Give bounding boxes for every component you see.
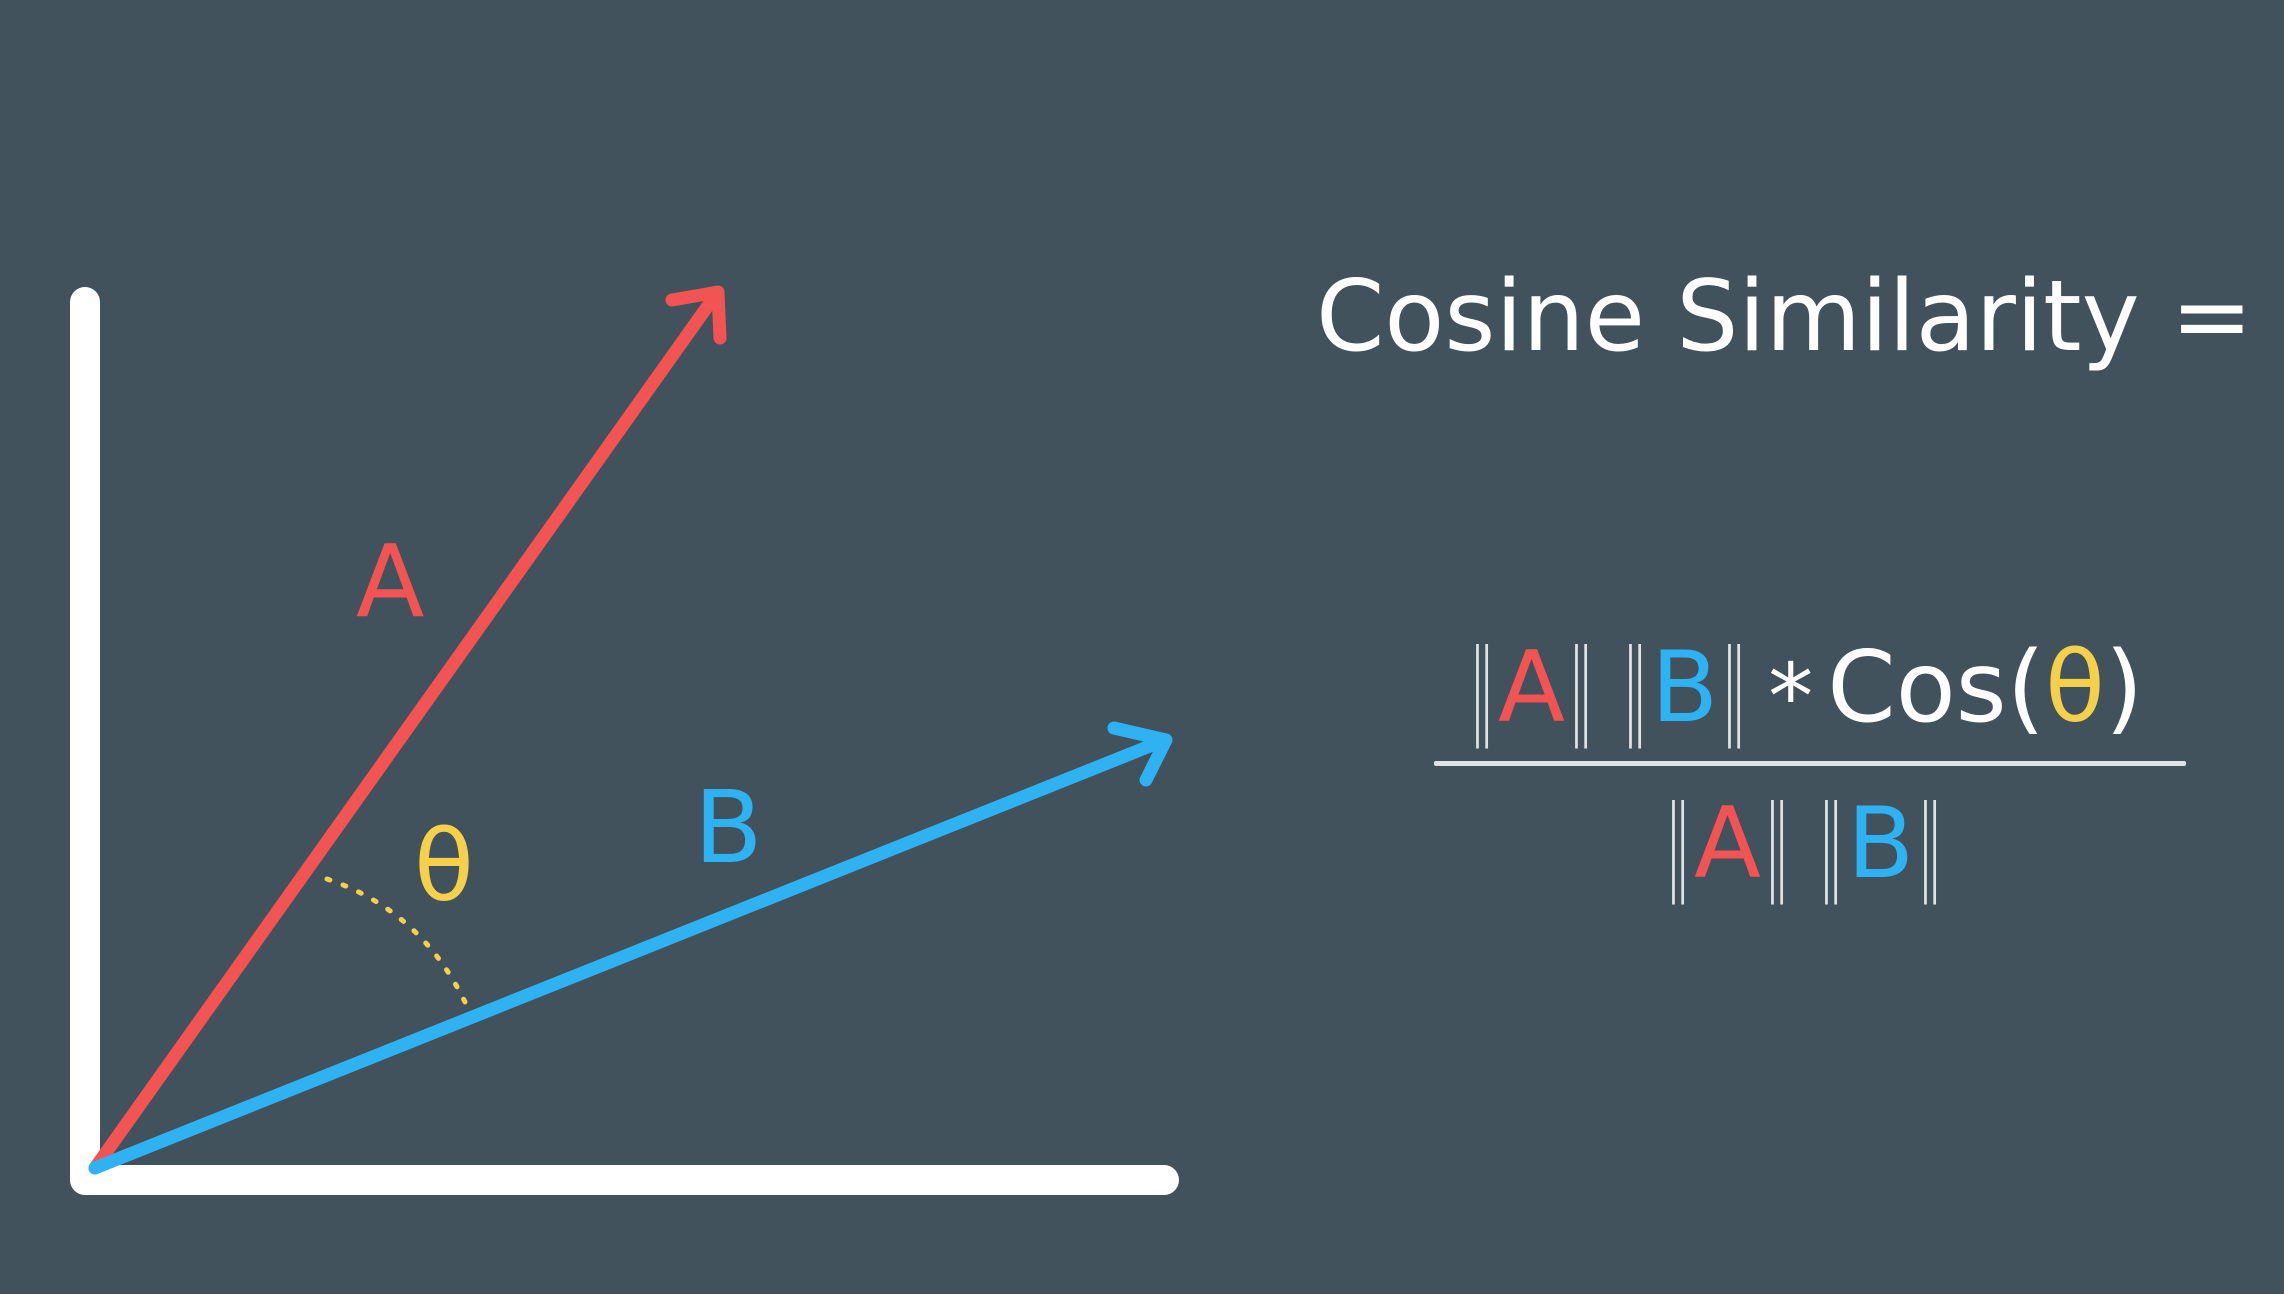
cos-theta: θ: [2044, 631, 2105, 745]
cos-close: ): [2104, 631, 2144, 745]
formula-denominator: ‖ A ‖ ‖ B ‖: [1662, 792, 1946, 896]
norm-bar: ‖: [1566, 627, 1596, 749]
cos-open: Cos(: [1827, 631, 2045, 745]
vector-a-arrowhead: [665, 285, 727, 345]
norm-bar: ‖: [1719, 627, 1749, 749]
vector-a-line: [88, 293, 719, 1175]
norm-bar: ‖: [1467, 627, 1497, 749]
angle-theta-label: θ: [414, 810, 474, 924]
norm-bar: ‖: [1620, 627, 1650, 749]
axes: [70, 287, 1179, 1195]
vector-b-label: B: [694, 769, 763, 886]
vector-b-line: [88, 735, 1167, 1175]
norm-bar: ‖: [1762, 783, 1792, 905]
denominator-a: A: [1694, 787, 1762, 901]
norm-bar: ‖: [1816, 783, 1846, 905]
multiply-operator: *: [1768, 645, 1814, 750]
denominator-b: B: [1847, 787, 1915, 901]
vector-b-arrowhead: [1107, 721, 1173, 787]
norm-bar: ‖: [1663, 783, 1693, 905]
vector-a-label: A: [356, 523, 425, 640]
numerator-b: B: [1651, 631, 1719, 745]
formula-title: Cosine Similarity =: [1316, 260, 2253, 374]
numerator-a: A: [1498, 631, 1566, 745]
fraction-line: [1434, 761, 2186, 766]
formula-numerator: ‖ A ‖ ‖ B ‖ * Cos( θ ): [1466, 627, 2144, 750]
norm-bar: ‖: [1915, 783, 1945, 905]
